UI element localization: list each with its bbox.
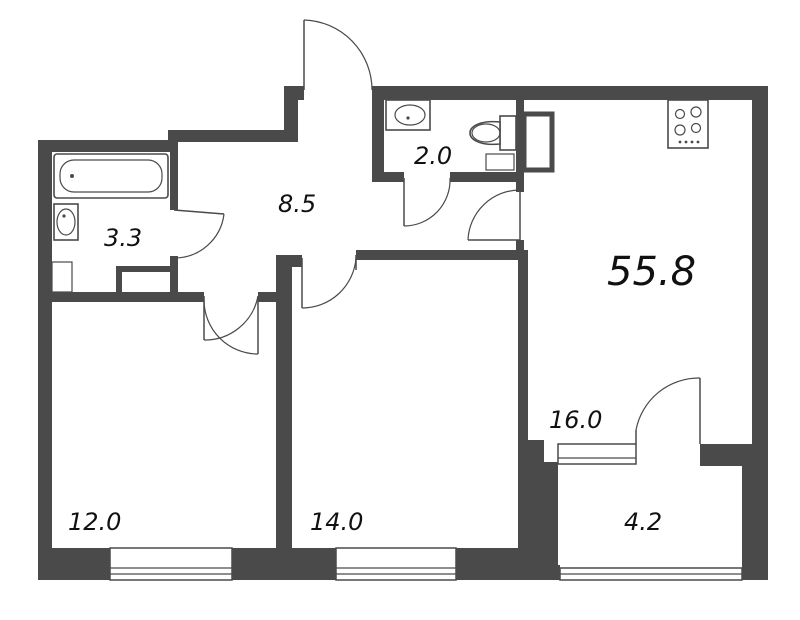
wall-balcony-inner-left — [544, 462, 558, 580]
wall-balcony-bottom-left — [518, 565, 560, 580]
wall-right-outer — [752, 86, 768, 466]
bathroom-door — [173, 209, 225, 259]
wall-left-outer — [38, 140, 52, 580]
sink-icon — [385, 99, 431, 131]
total-area-label: 55.8 — [607, 249, 696, 295]
windows — [109, 443, 743, 581]
window-bedroom-left — [109, 547, 233, 581]
wall-bath-cabinet-top — [116, 266, 174, 272]
bedroom-right-area-label: 14.0 — [310, 508, 363, 536]
window-bedroom-right — [335, 547, 457, 581]
kitchen-area-label: 16.0 — [549, 406, 602, 434]
duct-box — [521, 111, 555, 173]
wall-bottom-left — [38, 548, 110, 580]
area-labels: 55.8 8.5 2.0 3.3 16.0 12.0 14.0 4.2 — [68, 142, 696, 536]
wall-wc-bottom-left — [372, 172, 404, 182]
fixtures — [51, 99, 709, 293]
wall-bedroom-right-top-left — [292, 255, 302, 267]
wall-balcony-right — [742, 460, 768, 580]
sink-icon — [53, 203, 79, 241]
balcony-door — [635, 377, 701, 444]
wall-hall-bottom-stub — [258, 292, 278, 302]
kitchen-door — [467, 189, 521, 241]
balcony-area-label: 4.2 — [624, 508, 662, 536]
entrance-door — [303, 19, 373, 91]
wall-hall-top — [168, 130, 298, 142]
wall-kitchen-corner — [700, 444, 768, 466]
wall-wc-left — [372, 86, 384, 182]
bedroom-right-door — [301, 255, 357, 309]
wall-wc-bottom-right — [450, 172, 524, 182]
interior-walls — [38, 86, 524, 580]
window-balcony — [559, 567, 743, 581]
wc-cabinet — [485, 153, 515, 171]
wc-area-label: 2.0 — [414, 142, 452, 170]
wall-bedroom-right-top — [356, 250, 520, 260]
wall-entrance-left-jamb — [284, 86, 304, 100]
wall-bath-cabinet-left — [116, 266, 122, 296]
wall-kitchen-door-stub — [516, 240, 524, 254]
bedroom-left-area-label: 12.0 — [68, 508, 121, 536]
wall-between-bedrooms — [276, 255, 292, 580]
wall-bath-right-lower — [170, 256, 178, 300]
toilet-icon — [469, 115, 517, 151]
doors — [173, 19, 701, 444]
wall-bath-right-upper — [170, 150, 178, 210]
stove-icon — [667, 99, 709, 149]
outer-walls — [38, 86, 768, 580]
wall-balcony-left — [518, 440, 544, 580]
washer-niche — [51, 261, 73, 293]
wall-bath-bottom — [38, 292, 204, 302]
wall-bath-top — [38, 140, 178, 152]
wall-kitchen-left — [518, 250, 528, 440]
window-kitchen-balcony — [557, 443, 637, 465]
wall-wc-right — [516, 96, 524, 192]
hall-area-label: 8.5 — [278, 190, 316, 218]
wall-top-right — [372, 86, 768, 100]
bedroom-left-door — [203, 295, 259, 355]
bathtub-icon — [53, 153, 169, 199]
wc-door — [403, 177, 451, 227]
bathroom-area-label: 3.3 — [104, 224, 142, 252]
